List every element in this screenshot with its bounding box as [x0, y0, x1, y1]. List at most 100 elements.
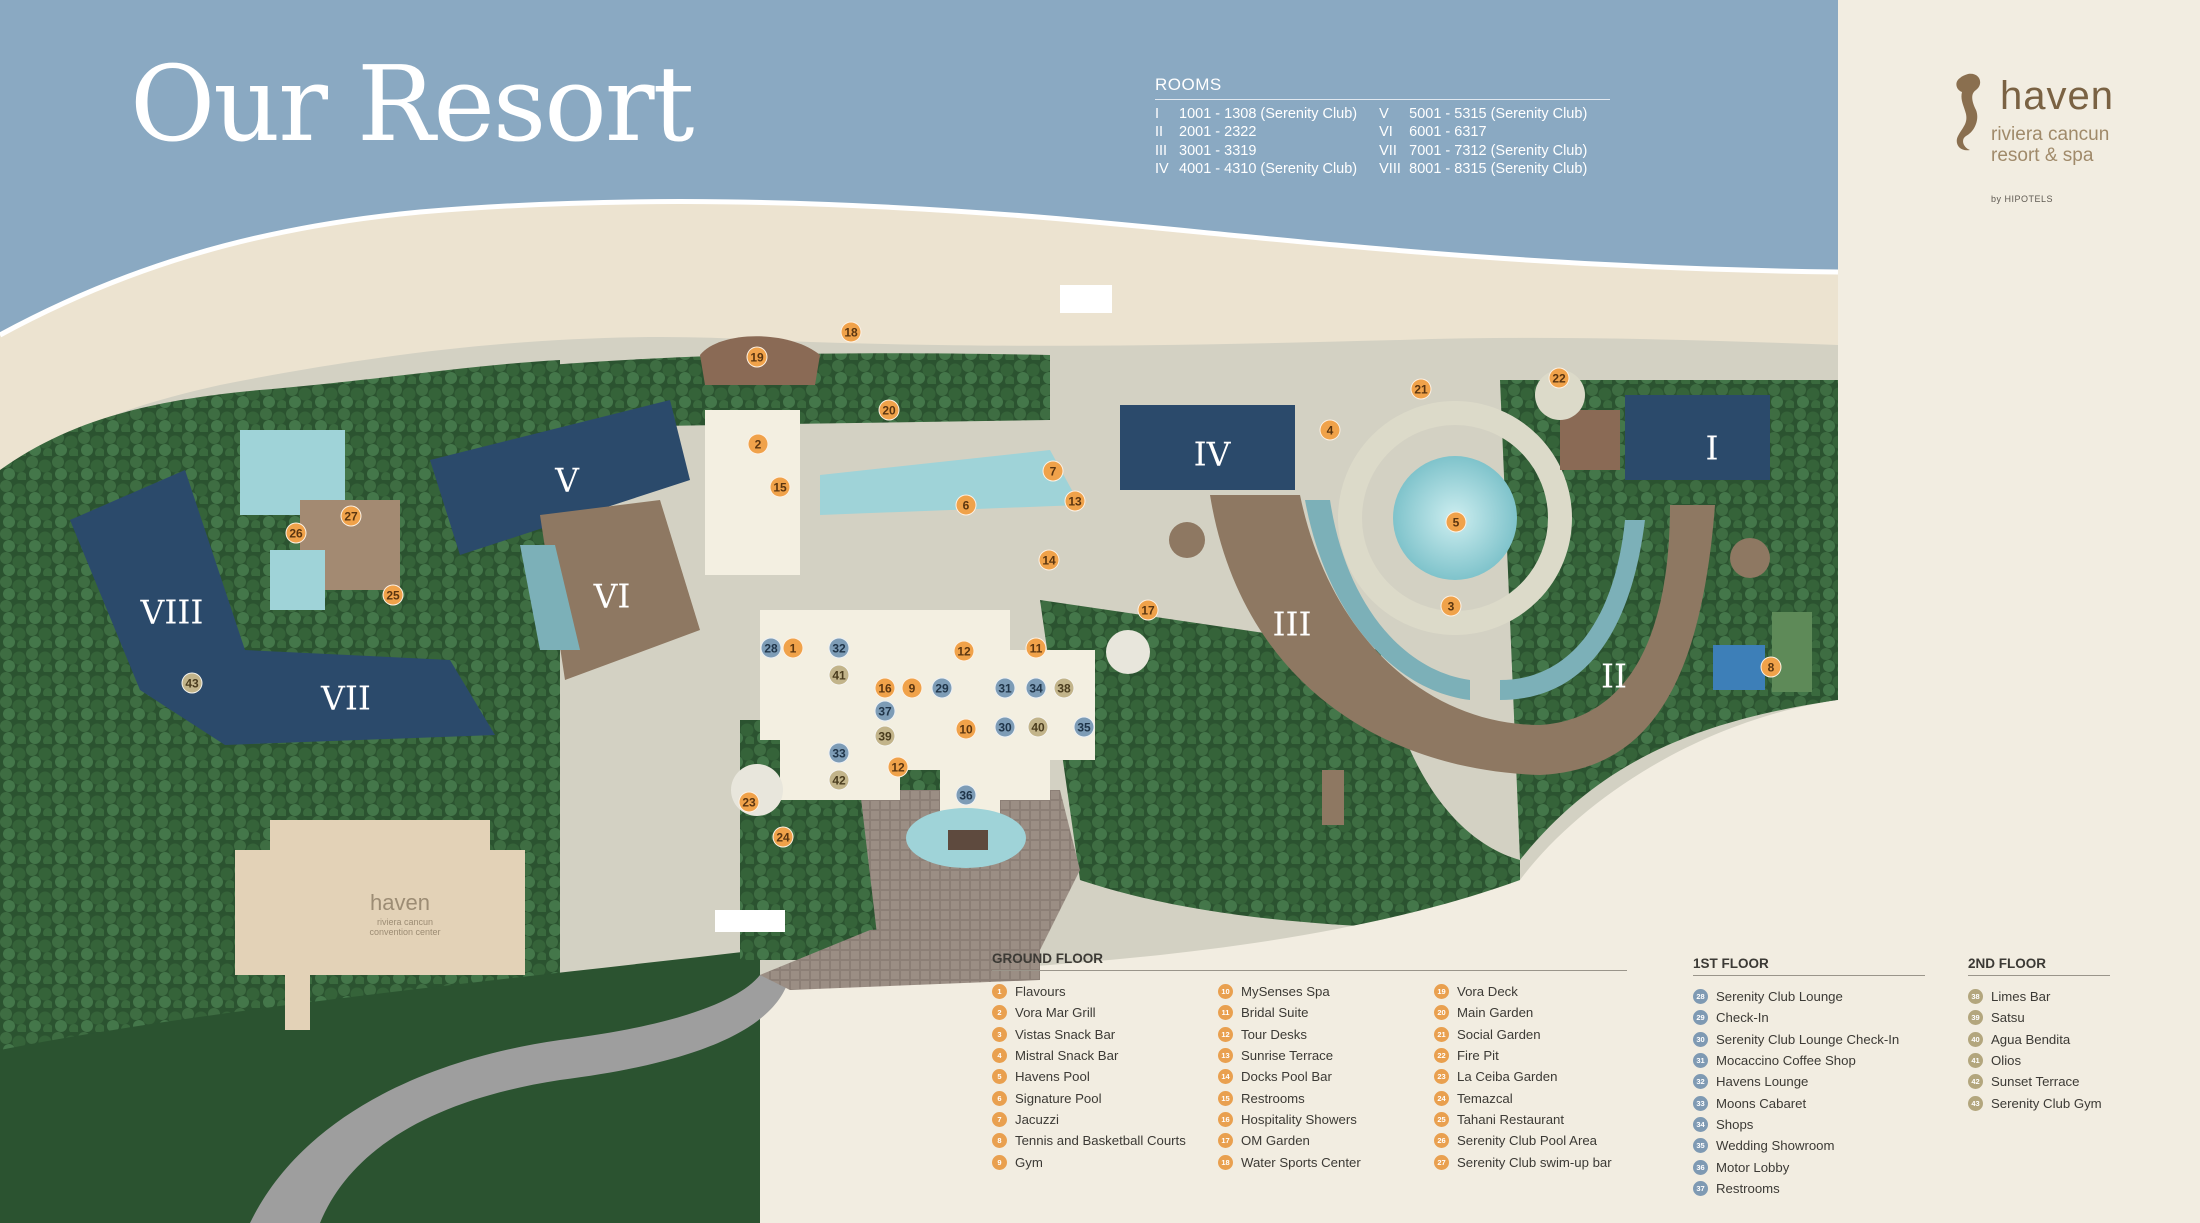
map-marker-19[interactable]: 19: [746, 346, 768, 368]
map-marker-38[interactable]: 38: [1053, 677, 1075, 699]
main-lobby: [760, 610, 1095, 820]
pool-III: [1305, 500, 1470, 700]
map-marker-25[interactable]: 25: [382, 584, 404, 606]
map-marker-10[interactable]: 10: [955, 718, 977, 740]
fire-pit-circle: [1535, 370, 1585, 420]
legend-marker: 27: [1434, 1154, 1449, 1170]
map-marker-39[interactable]: 39: [874, 725, 896, 747]
map-marker-12[interactable]: 12: [887, 756, 909, 778]
legend-label: Sunrise Terrace: [1241, 1048, 1334, 1064]
map-marker-26[interactable]: 26: [285, 522, 307, 544]
legend-marker: 8: [992, 1133, 1007, 1149]
room-range: 1001 - 1308 (Serenity Club): [1179, 105, 1358, 122]
building-VII-VIII: [70, 470, 495, 745]
map-marker-30[interactable]: 30: [994, 716, 1016, 738]
room-number: V: [1379, 105, 1389, 122]
map-marker-4[interactable]: 4: [1319, 419, 1341, 441]
legend-label: OM Garden: [1241, 1133, 1310, 1149]
legend-heading: 1ST FLOOR: [1693, 956, 1925, 976]
map-marker-14[interactable]: 14: [1038, 549, 1060, 571]
map-marker-37[interactable]: 37: [874, 700, 896, 722]
legend-label: Vora Deck: [1457, 984, 1518, 1000]
map-marker-5[interactable]: 5: [1445, 511, 1467, 533]
lobby-fountain-bridge: [948, 830, 988, 850]
map-marker-22[interactable]: 22: [1548, 367, 1570, 389]
legend-label: Serenity Club Gym: [1991, 1095, 2102, 1111]
map-marker-6[interactable]: 6: [955, 494, 977, 516]
map-marker-21[interactable]: 21: [1410, 378, 1432, 400]
map-marker-40[interactable]: 40: [1027, 716, 1049, 738]
map-marker-18[interactable]: 18: [840, 321, 862, 343]
map-marker-20[interactable]: 20: [878, 399, 900, 421]
legend-marker: 32: [1693, 1074, 1708, 1090]
map-marker-24[interactable]: 24: [772, 826, 794, 848]
legend-marker: 9: [992, 1154, 1007, 1170]
fire-pit-deck: [1560, 410, 1620, 470]
building-label-IV: IV: [1193, 434, 1231, 474]
room-number: VI: [1379, 124, 1393, 140]
map-marker-2[interactable]: 2: [747, 433, 769, 455]
convention-sub-line: convention center: [369, 927, 441, 937]
legend-label: Vora Mar Grill: [1015, 1005, 1096, 1021]
room-range: 8001 - 8315 (Serenity Club): [1409, 161, 1588, 177]
legend-marker: 40: [1968, 1031, 1983, 1047]
legend-label: Temazcal: [1457, 1090, 1513, 1106]
map-marker-41[interactable]: 41: [828, 664, 850, 686]
legend-label: Moons Cabaret: [1716, 1095, 1807, 1111]
map-marker-1[interactable]: 1: [782, 637, 804, 659]
legend-marker: 4: [992, 1048, 1007, 1064]
convention-sub-line: riviera cancun: [376, 917, 434, 927]
map-marker-34[interactable]: 34: [1025, 677, 1047, 699]
legend-label: La Ceiba Garden: [1457, 1069, 1558, 1085]
map-marker-27[interactable]: 27: [340, 505, 362, 527]
room-number: IV: [1155, 161, 1169, 177]
legend-marker: 13: [1218, 1048, 1233, 1064]
rooms-row: II 2001 - 2322: [1155, 123, 1357, 142]
map-marker-35[interactable]: 35: [1073, 716, 1095, 738]
legend-marker: 14: [1218, 1069, 1233, 1085]
legend-item: 13 Sunrise Terrace: [1218, 1045, 1420, 1066]
map-marker-43[interactable]: 43: [181, 672, 203, 694]
legend-marker: 16: [1218, 1111, 1233, 1127]
room-number: II: [1155, 124, 1164, 140]
map-marker-15[interactable]: 15: [769, 476, 791, 498]
building-V: [430, 400, 690, 555]
legend-label: Tennis and Basketball Courts: [1015, 1133, 1186, 1149]
map-marker-12[interactable]: 12: [953, 640, 975, 662]
brand-panel: [1838, 0, 2200, 1223]
legend-marker: 37: [1693, 1180, 1708, 1196]
map-marker-17[interactable]: 17: [1137, 599, 1159, 621]
map-marker-42[interactable]: 42: [828, 769, 850, 791]
map-marker-33[interactable]: 33: [828, 742, 850, 764]
pool-VI: [520, 545, 580, 650]
legend-marker: 19: [1434, 984, 1449, 1000]
map-marker-31[interactable]: 31: [994, 677, 1016, 699]
map-marker-29[interactable]: 29: [931, 677, 953, 699]
legend-label: Limes Bar: [1991, 989, 2051, 1005]
map-marker-7[interactable]: 7: [1042, 460, 1064, 482]
map-marker-11[interactable]: 11: [1025, 637, 1047, 659]
map-marker-9[interactable]: 9: [901, 677, 923, 699]
building-label-I: I: [1705, 428, 1719, 468]
map-marker-8[interactable]: 8: [1760, 656, 1782, 678]
room-range: 2001 - 2322: [1179, 124, 1257, 140]
map-marker-36[interactable]: 36: [955, 784, 977, 806]
map-marker-23[interactable]: 23: [738, 791, 760, 813]
legend-label: Restrooms: [1241, 1090, 1305, 1106]
map-marker-16[interactable]: 16: [874, 677, 896, 699]
map-marker-32[interactable]: 32: [828, 637, 850, 659]
map-marker-13[interactable]: 13: [1064, 490, 1086, 512]
building-VI: [540, 500, 700, 680]
map-marker-28[interactable]: 28: [760, 637, 782, 659]
legend-label: Restrooms: [1716, 1180, 1780, 1196]
map-marker-3[interactable]: 3: [1440, 595, 1462, 617]
